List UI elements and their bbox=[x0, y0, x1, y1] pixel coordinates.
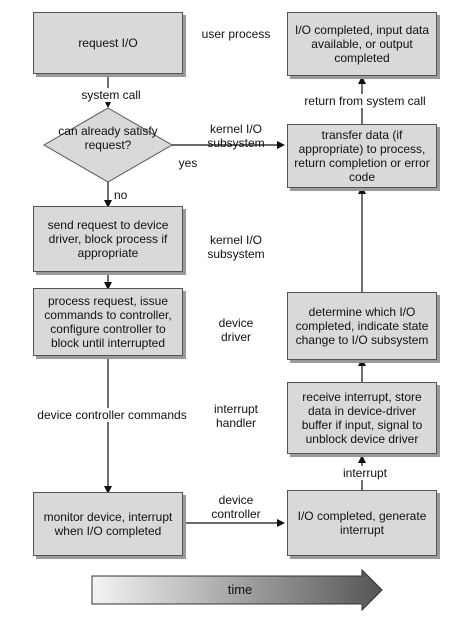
layer-label-interrupt-handler: interrupt handler bbox=[213, 402, 259, 430]
edge-label-yes: yes bbox=[178, 156, 198, 170]
edge-label-device-controller-commands: device controller commands bbox=[34, 408, 190, 422]
decision-label: can already satisfy request? bbox=[58, 124, 158, 152]
edge-label-no: no bbox=[114, 188, 128, 202]
layer-label-kernel-io-subsystem-1: kernel I/O subsystem bbox=[207, 122, 265, 150]
edge-label-interrupt: interrupt bbox=[338, 466, 392, 480]
box-send-request: send request to device driver, block pro… bbox=[33, 206, 183, 272]
box-io-completed-final: I/O completed, input data available, or … bbox=[287, 12, 437, 76]
layer-label-kernel-io-subsystem-2: kernel I/O subsystem bbox=[207, 233, 265, 261]
box-io-completed-interrupt: I/O completed, generate interrupt bbox=[287, 490, 437, 556]
edge-label-system-call: system call bbox=[74, 88, 148, 102]
time-axis-label: time bbox=[227, 582, 253, 597]
box-process-request: process request, issue commands to contr… bbox=[33, 288, 183, 356]
box-request-io: request I/O bbox=[33, 12, 183, 74]
edge-label-return-from-system-call: return from system call bbox=[298, 94, 432, 108]
layer-label-device-driver: device driver bbox=[218, 316, 254, 344]
layer-label-user-process: user process bbox=[201, 27, 271, 41]
layer-label-device-controller: device controller bbox=[211, 493, 261, 521]
box-transfer-data: transfer data (if appropriate) to proces… bbox=[287, 124, 437, 188]
time-arrow bbox=[91, 568, 383, 612]
box-determine-io: determine which I/O completed, indicate … bbox=[287, 292, 437, 360]
box-monitor-device: monitor device, interrupt when I/O compl… bbox=[33, 492, 183, 556]
box-receive-interrupt: receive interrupt, store data in device-… bbox=[287, 382, 437, 454]
